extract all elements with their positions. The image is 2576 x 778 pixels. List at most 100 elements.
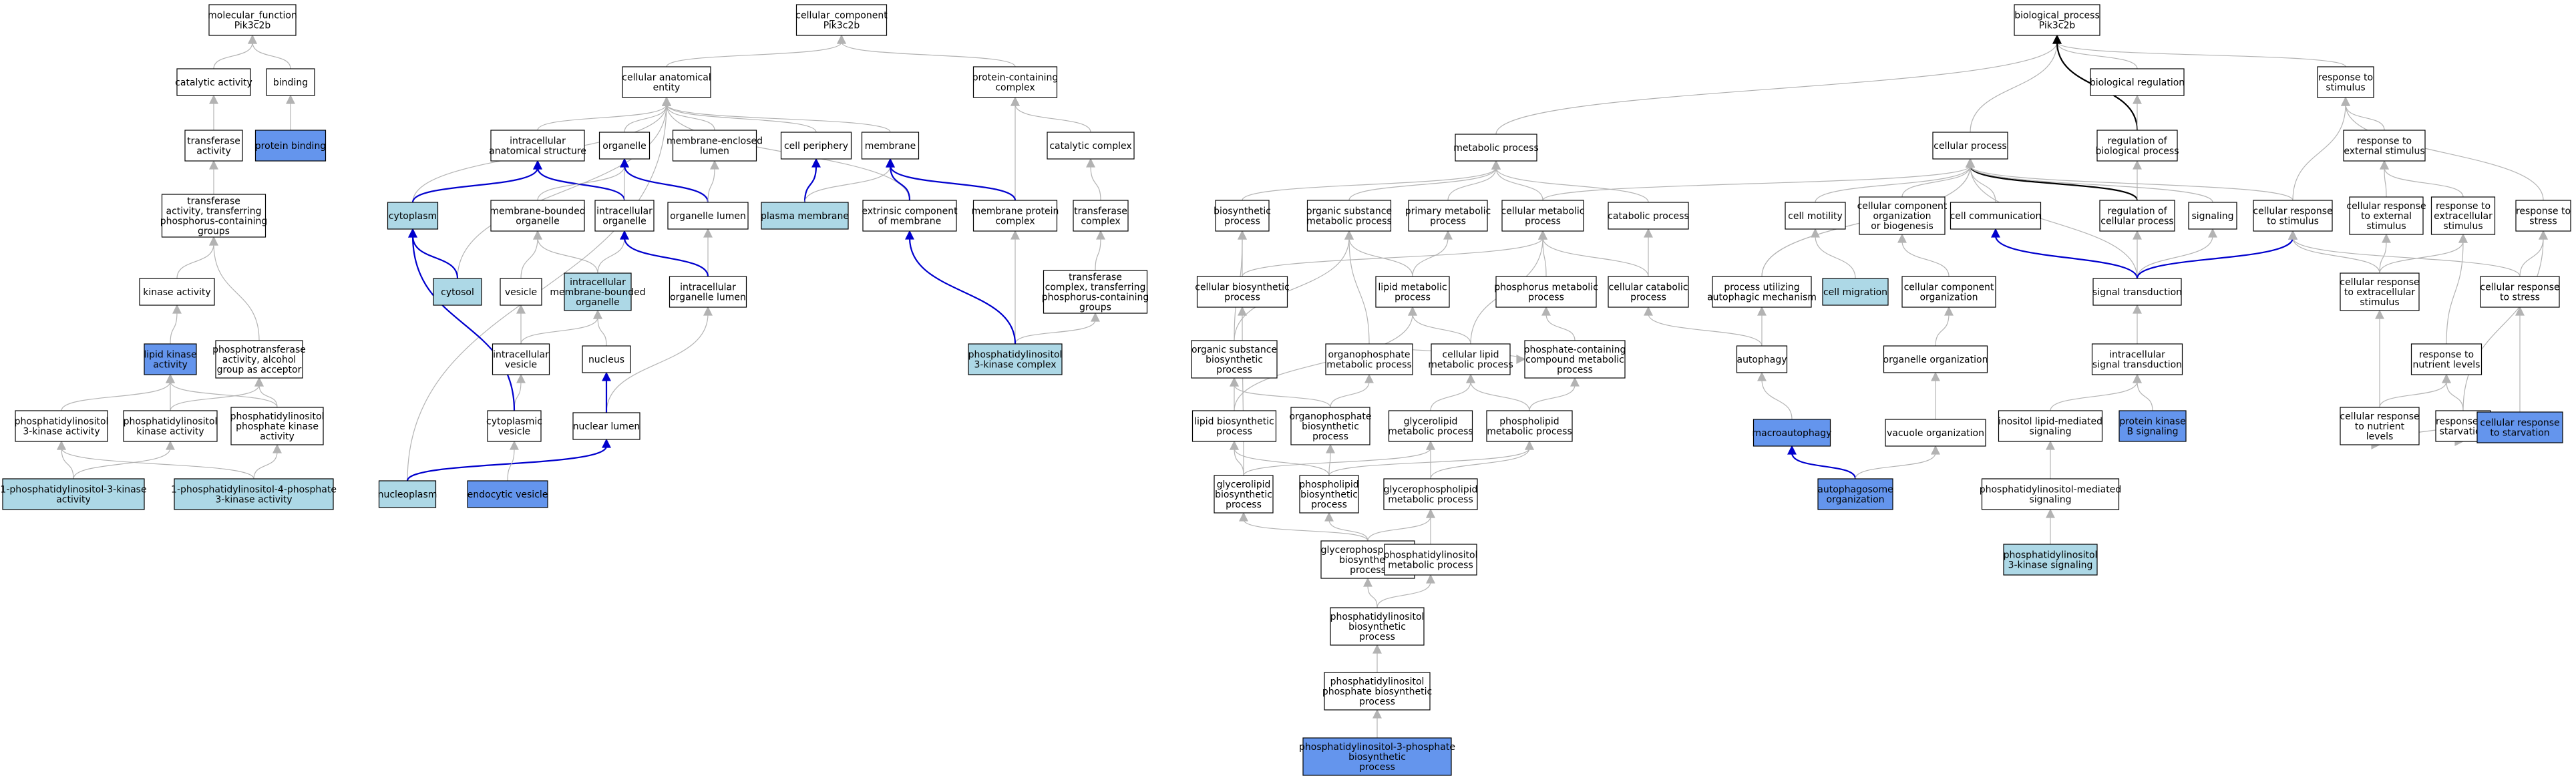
term-node-plasma-membrane[interactable]: plasma membrane xyxy=(761,202,849,230)
term-node-vacuole-organization[interactable]: vacuole organization xyxy=(1885,419,1986,447)
term-node-vesicle[interactable]: vesicle xyxy=(500,278,542,306)
term-node-autophagy[interactable]: autophagy xyxy=(1736,345,1788,373)
term-node-cytoplasm[interactable]: cytoplasm xyxy=(387,202,439,230)
term-node-nuclear-lumen[interactable]: nuclear lumen xyxy=(572,412,640,440)
term-node-cellular-process[interactable]: cellular process xyxy=(1932,132,2008,160)
term-node-binding[interactable]: binding xyxy=(266,68,315,96)
term-node-nucleoplasm[interactable]: nucleoplasm xyxy=(378,480,437,508)
term-node-cell-migration[interactable]: cell migration xyxy=(1822,278,1889,306)
term-node-kinase-activity[interactable]: kinase activity xyxy=(139,278,215,306)
term-node-metabolic-process[interactable]: metabolic process xyxy=(1453,134,1539,162)
term-node-catalytic-activity[interactable]: catalytic activity xyxy=(175,68,252,96)
term-node-pi3p-biosynthetic[interactable]: phosphatidylinositol-3-phosphatebiosynth… xyxy=(1299,737,1455,776)
term-node-cell-motility[interactable]: cell motility xyxy=(1785,202,1846,230)
term-node-pi14p3k[interactable]: 1-phosphatidylinositol-4-phosphate3-kina… xyxy=(171,478,337,510)
term-node-cytosol[interactable]: cytosol xyxy=(433,278,482,306)
term-node-catabolic-process[interactable]: catabolic process xyxy=(1608,202,1689,230)
term-node-membrane[interactable]: membrane xyxy=(861,132,920,160)
term-node-biological-regulation[interactable]: biological regulation xyxy=(2090,68,2185,96)
term-node-organelle-lumen[interactable]: organelle lumen xyxy=(667,202,749,230)
term-node-protein-binding[interactable]: protein binding xyxy=(255,130,326,162)
term-node-signal-transduction[interactable]: signal transduction xyxy=(2092,278,2182,306)
term-node-signaling[interactable]: signaling xyxy=(2188,202,2237,230)
term-node-catalytic-complex[interactable]: catalytic complex xyxy=(1047,132,1135,160)
term-node-cell-communication[interactable]: cell communication xyxy=(1950,202,2042,230)
term-node-macroautophagy[interactable]: macroautophagy xyxy=(1753,419,1832,447)
term-node-cell-periphery[interactable]: cell periphery xyxy=(780,132,852,160)
term-node-organelle[interactable]: organelle xyxy=(598,132,651,160)
term-node-nucleus[interactable]: nucleus xyxy=(582,345,631,373)
term-node-endocytic-vesicle[interactable]: endocytic vesicle xyxy=(467,480,548,508)
term-node-organelle-organization[interactable]: organelle organization xyxy=(1883,345,1988,373)
